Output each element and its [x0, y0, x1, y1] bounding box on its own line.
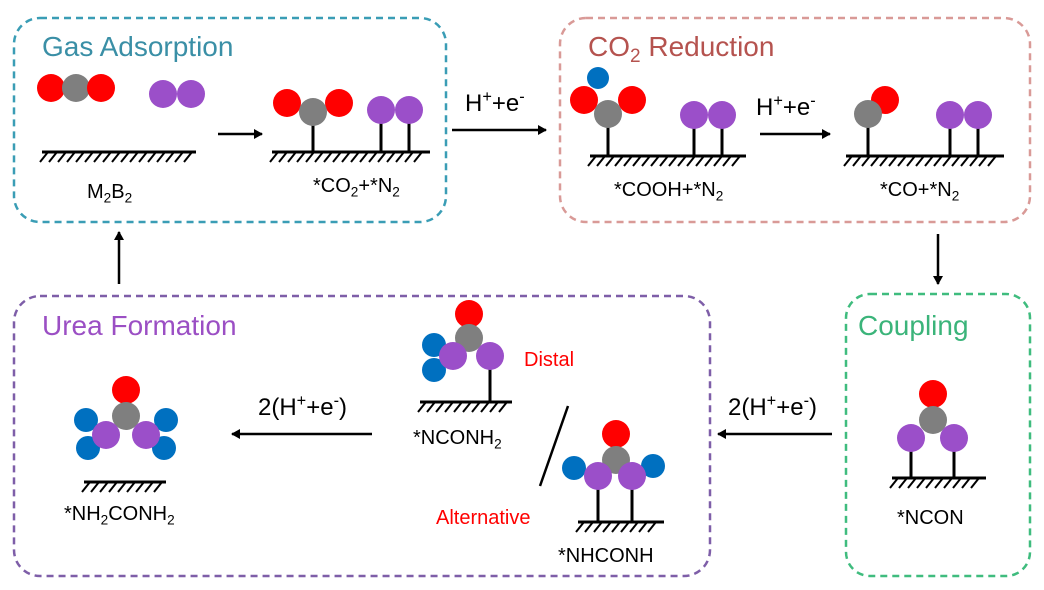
coupling-panel: [844, 292, 1032, 578]
substrate-label: M2B2: [87, 181, 133, 206]
separator-slash: [538, 405, 570, 487]
nitrogen-atom-icon: [964, 101, 992, 129]
coupling-title: Coupling: [858, 310, 969, 341]
oxygen-atom-icon: [919, 380, 947, 408]
surface-icon: [843, 154, 1004, 167]
oxygen-atom-icon: [37, 74, 65, 102]
nitrogen-atom-icon: [680, 101, 708, 129]
oxygen-atom-icon: [570, 86, 598, 114]
alternative-label: Alternative: [436, 507, 531, 529]
hydrogen-atom-icon: [587, 67, 609, 89]
oxygen-atom-icon: [455, 300, 483, 328]
carbon-atom-icon: [854, 100, 882, 128]
surface-icon: [575, 520, 664, 533]
nhconh-label: *NHCONH: [558, 545, 654, 567]
distal-label: Distal: [524, 349, 575, 371]
urea-formation-panel: [12, 294, 712, 578]
second-protonation-label: H++e-: [756, 92, 816, 121]
nitrogen-atom-icon: [584, 462, 612, 490]
carbon-atom-icon: [299, 98, 327, 126]
nitrogen-atom-icon: [476, 342, 504, 370]
oxygen-atom-icon: [273, 89, 301, 117]
oxygen-atom-icon: [87, 74, 115, 102]
atoms: [37, 67, 992, 490]
oxygen-atom-icon: [112, 376, 140, 404]
urea-formation-title: Urea Formation: [42, 310, 237, 341]
nitrogen-atom-icon: [897, 424, 925, 452]
oxygen-atom-icon: [618, 86, 646, 114]
coupling-to-urea-label: 2(H++e-): [728, 392, 818, 421]
nitrogen-atom-icon: [149, 80, 177, 108]
ncon-label: *NCON: [897, 507, 964, 529]
nitrogen-atom-icon: [132, 421, 160, 449]
carbon-atom-icon: [62, 74, 90, 102]
nconh2-label: *NCONH2: [413, 427, 502, 452]
cooh-n2-label: *COOH+*N2: [614, 179, 724, 204]
gas-adsorption-panel: [12, 16, 448, 224]
hydrogen-atom-icon: [154, 408, 178, 432]
nitrogen-atom-icon: [708, 101, 736, 129]
co2-title-pre: CO: [588, 31, 630, 62]
carbon-atom-icon: [455, 324, 483, 352]
surface-icon: [587, 154, 746, 167]
first-protonation-label: H++e-: [465, 88, 525, 117]
surfaces: [39, 150, 1004, 533]
surface-icon: [269, 150, 430, 163]
co2-title-post: Reduction: [640, 31, 775, 62]
hydrogen-atom-icon: [74, 408, 98, 432]
nitrogen-atom-icon: [618, 462, 646, 490]
surface-icon: [39, 150, 196, 163]
hydrogen-atom-icon: [641, 454, 665, 478]
nitrogen-atom-icon: [439, 342, 467, 370]
nitrogen-atom-icon: [395, 96, 423, 124]
hydrogen-atom-icon: [562, 456, 586, 480]
nitrogen-atom-icon: [367, 96, 395, 124]
oxygen-atom-icon: [602, 420, 630, 448]
co-n2-label: *CO+*N2: [880, 179, 960, 204]
nitrogen-atom-icon: [940, 424, 968, 452]
co2-n2-label: *CO2+*N2: [313, 175, 400, 200]
surface-icon: [417, 400, 512, 413]
urea-label: *NH2CONH2: [64, 503, 175, 528]
co2-reduction-panel: [558, 16, 1032, 224]
co2-title-sub: 2: [630, 46, 641, 68]
carbon-atom-icon: [594, 100, 622, 128]
surface-icon: [81, 480, 166, 493]
gas-adsorption-title: Gas Adsorption: [42, 31, 234, 62]
carbon-atom-icon: [919, 406, 947, 434]
co2-reduction-title: CO2 Reduction: [588, 31, 775, 67]
nitrogen-atom-icon: [177, 80, 205, 108]
surface-icon: [889, 476, 986, 489]
carbon-atom-icon: [112, 402, 140, 430]
nitrogen-atom-icon: [936, 101, 964, 129]
final-protonation-label: 2(H++e-): [258, 392, 348, 421]
oxygen-atom-icon: [325, 89, 353, 117]
nitrogen-atom-icon: [92, 421, 120, 449]
hydrogen-atom-icon: [422, 358, 446, 382]
